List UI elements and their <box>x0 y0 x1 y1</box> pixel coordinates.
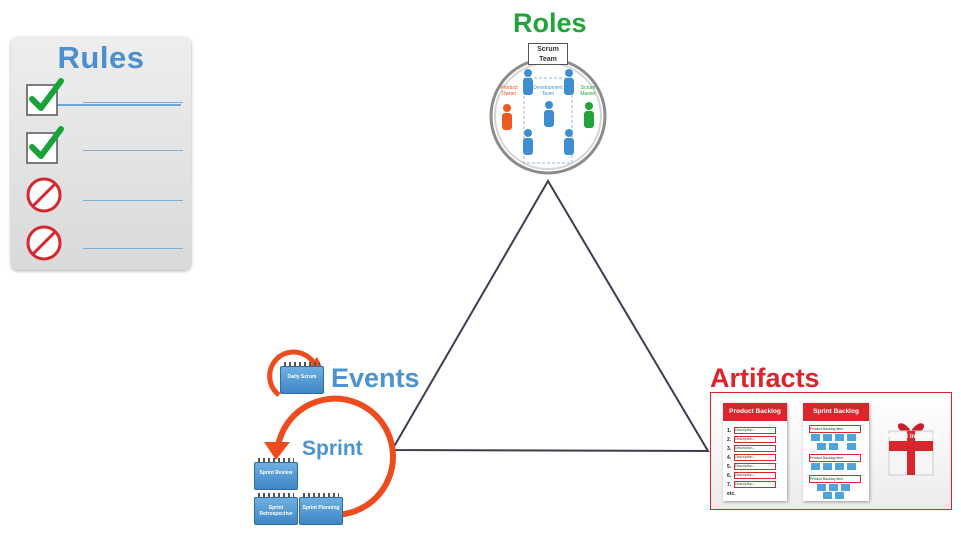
daily-scrum-calendar: Daily Scrum <box>280 362 324 394</box>
backlog-row: 4.Description... <box>727 454 776 461</box>
daily-scrum-label: Daily Scrum <box>287 374 317 380</box>
sprint-backlog-item: Product Backlog Item <box>809 475 861 483</box>
product-backlog-document: Product Backlog 1.Description... 2.Descr… <box>723 403 787 501</box>
backlog-row: 6.Description... <box>727 472 776 479</box>
sprint-review-calendar: Sprint Review <box>254 458 298 490</box>
sprint-retrospective-calendar: Sprint Retrospective <box>254 493 298 525</box>
product-backlog-title: Product Backlog <box>723 403 787 421</box>
scrum-team-label: Scrum Team <box>528 43 568 65</box>
backlog-row: 3.Description... <box>727 445 776 452</box>
backlog-row: 7.Description... <box>727 481 776 488</box>
artifacts-title: Artifacts <box>710 363 820 393</box>
roles-title: Roles <box>513 8 587 38</box>
scrum-master-label: Scrum Master <box>580 85 596 97</box>
sprint-backlog-item: Product Backlog Item <box>809 425 861 433</box>
prohibited-icon <box>26 177 62 213</box>
sprint-planning-label: Sprint Planning <box>302 505 340 511</box>
checkmark-icon <box>26 78 64 116</box>
backlog-row: 1.Description... <box>727 427 776 434</box>
team-people-icons <box>502 69 594 155</box>
scrum-team-circle: Scrum Team Product Owner Development Tea… <box>488 43 608 175</box>
product-owner-label: Product Owner <box>500 85 518 97</box>
development-team-label: Development Team <box>533 85 563 97</box>
sprint-review-label: Sprint Review <box>259 470 293 476</box>
product-increment-gift-icon <box>888 423 934 476</box>
sprint-label: Sprint <box>302 437 363 460</box>
sprint-backlog-title: Sprint Backlog <box>803 403 869 421</box>
rule-item <box>25 223 185 263</box>
rule-item <box>25 77 185 117</box>
rule-item <box>25 175 185 215</box>
checkmark-icon <box>26 126 64 164</box>
rules-card: Rules <box>11 37 191 270</box>
events-title: Events <box>331 363 420 393</box>
prohibited-icon <box>26 225 62 261</box>
backlog-row: 5.Description... <box>727 463 776 470</box>
sprint-planning-calendar: Sprint Planning <box>299 493 343 525</box>
sprint-backlog-document: Sprint Backlog Product Backlog Item Prod… <box>803 403 869 501</box>
rule-item <box>25 125 185 165</box>
backlog-etc: etc. <box>727 491 736 497</box>
backlog-row: 2.Description... <box>727 436 776 443</box>
sprint-cycle-arrow <box>264 395 397 518</box>
artifacts-box: Product Backlog 1.Description... 2.Descr… <box>710 392 952 510</box>
sprint-retrospective-label: Sprint Retrospective <box>259 505 293 517</box>
product-increment-label: Product Increment <box>885 434 939 440</box>
rules-underline <box>31 104 181 106</box>
rules-title: Rules <box>57 40 145 75</box>
sprint-backlog-item: Product Backlog Item <box>809 454 861 462</box>
